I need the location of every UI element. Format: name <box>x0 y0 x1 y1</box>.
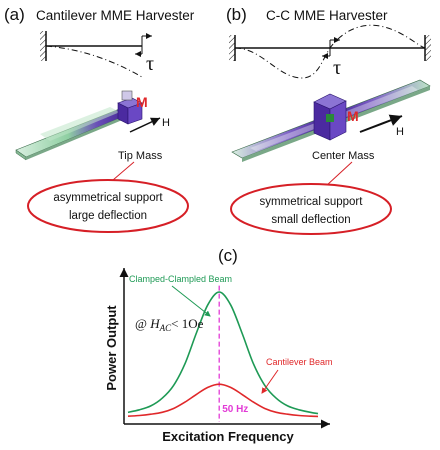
center-mass-label: Center Mass <box>312 150 375 162</box>
field-arrow <box>129 117 161 133</box>
cantilever-3d-model: M H <box>15 90 170 161</box>
center-mass-side <box>329 100 347 141</box>
beam-side-face <box>26 113 132 160</box>
series-label-clamped: Clamped-Clampled Beam <box>129 274 232 284</box>
y-axis-label: Power Output <box>104 305 119 391</box>
beam-layer <box>40 107 120 141</box>
panel-a-letter: (a) <box>4 5 25 24</box>
field-label: H <box>162 117 170 129</box>
bubble-b <box>230 183 392 235</box>
bubble-a-line1: asymmetrical support <box>53 192 163 204</box>
panel-b: (b) C-C MME Harvester τ M H <box>226 5 431 235</box>
series-callout-cantilever <box>261 369 279 394</box>
cc-magnet-label: M <box>347 108 359 124</box>
cc-field-label: H <box>396 126 404 138</box>
resonance-label: 50 Hz <box>222 404 248 415</box>
right-support <box>425 35 431 61</box>
series-label-cantilever: Cantilever Beam <box>266 357 333 367</box>
bubble-a <box>27 179 189 233</box>
tip-mass-leader <box>112 161 135 181</box>
center-mass-leader <box>325 161 353 187</box>
field-condition-annotation: @ HAC< 1Oe <box>135 316 204 333</box>
tip-mass-label: Tip Mass <box>118 150 163 162</box>
tip-mass-side <box>127 102 143 125</box>
clamped-schematic: τ <box>229 24 431 79</box>
cc-tau-symbol: τ <box>333 57 341 79</box>
panel-c-letter: (c) <box>218 246 238 265</box>
bubble-b-line2: small deflection <box>271 214 350 226</box>
cc-field-arrow <box>359 114 403 133</box>
series-line-1 <box>127 383 319 418</box>
panel-c: (c) Power Output Excitation Frequency 50… <box>104 246 333 444</box>
deflection-curve <box>45 45 143 78</box>
left-support <box>229 35 235 61</box>
cc-magnet-block <box>326 114 334 122</box>
x-axis-label: Excitation Frequency <box>162 429 294 444</box>
fixed-support <box>40 31 46 61</box>
magnet-block <box>121 90 133 101</box>
panel-a-title: Cantilever MME Harvester <box>36 8 195 23</box>
magnet-label: M <box>136 94 148 110</box>
series-callout-clamped <box>171 285 211 317</box>
cantilever-schematic: τ <box>40 31 154 78</box>
panel-b-title: C-C MME Harvester <box>266 8 388 23</box>
series-line-0 <box>127 291 319 415</box>
beam-top-face <box>15 107 133 158</box>
bubble-a-line2: large deflection <box>69 210 147 222</box>
clamped-3d-model: M H <box>231 79 431 162</box>
bubble-b-line1: symmetrical support <box>260 196 364 208</box>
panel-b-letter: (b) <box>226 5 247 24</box>
panel-a: (a) Cantilever MME Harvester τ M <box>4 5 195 233</box>
tau-symbol: τ <box>146 53 154 75</box>
